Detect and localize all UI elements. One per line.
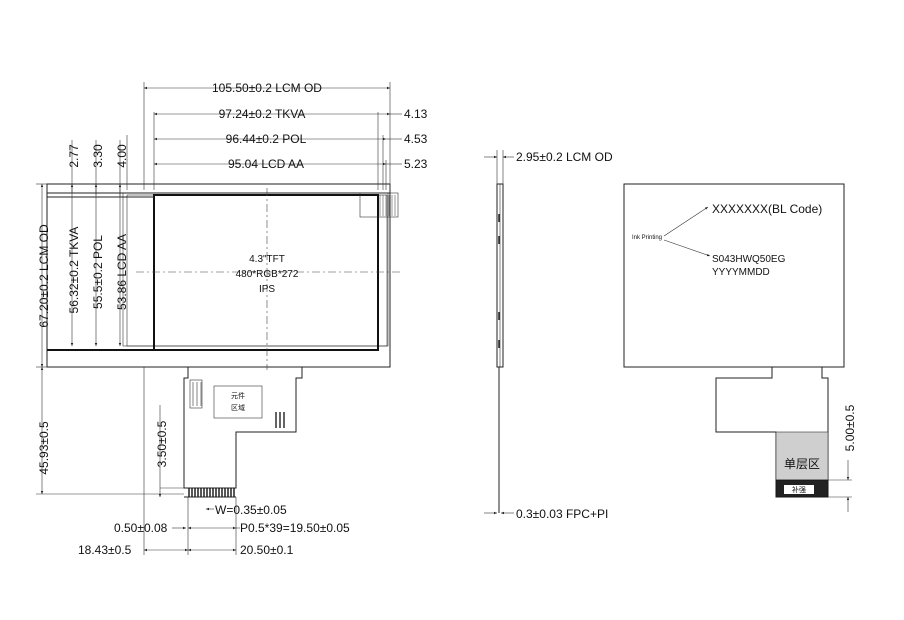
dim-fpc-thickness: 0.3±0.03 FPC+PI [516, 507, 608, 521]
dim-right-3: 5.23 [404, 157, 428, 171]
dim-side-thickness: 2.95±0.2 LCM OD [516, 150, 613, 164]
test-pads [275, 412, 285, 428]
model-text: S043HWQ50EG [712, 254, 786, 265]
dim-offset: 0.50±0.08 [114, 521, 168, 535]
back-outline [623, 183, 845, 368]
dim-tail-height: 45.93±0.5 [37, 421, 51, 475]
lcd-aa-outline [153, 194, 379, 351]
date-code-text: YYYYMMDD [712, 267, 770, 278]
single-layer-label: 单层区 [784, 457, 820, 471]
panel-type-text: IPS [259, 284, 275, 295]
single-layer-area [775, 431, 829, 481]
fpc-contacts [188, 488, 235, 497]
dim-right-2: 4.53 [404, 132, 428, 146]
dim-lcm-od-height: 67.20±0.2 LCM OD [37, 224, 51, 328]
dim-top-2: 3.30 [91, 144, 105, 168]
component-area-label-1: 元件 [231, 391, 245, 400]
panel-size-text: 4.3"TFT [249, 254, 285, 265]
dim-fpc-width: 20.50±0.1 [240, 543, 294, 557]
component-area-label-2: 区域 [231, 403, 245, 412]
stiffener-label: 补强 [792, 485, 806, 494]
dim-pin-width: W=0.35±0.05 [215, 503, 287, 517]
ink-printing-label: Ink Printing [632, 235, 662, 241]
dim-pol-height: 55.5±0.2 POL [91, 235, 105, 309]
dim-top-1: 2.77 [67, 144, 81, 168]
front-view: 4.3"TFT 480*RGB*272 IPS 元件 区域 [36, 81, 428, 557]
dim-stiffener: 3.50±0.5 [155, 420, 169, 467]
dim-lcd-aa-width: 95.04 LCD AA [228, 157, 304, 171]
dim-top-3: 4.00 [115, 144, 129, 168]
dim-tkva-width: 97.24±0.2 TKVA [219, 107, 306, 121]
dim-pitch: P0.5*39=19.50±0.05 [240, 521, 350, 535]
dim-tkva-height: 56.32±0.2 TKVA [67, 227, 81, 314]
dim-pol-width: 96.44±0.2 POL [226, 132, 307, 146]
panel-resolution-text: 480*RGB*272 [236, 269, 299, 280]
corner-pad [359, 192, 399, 218]
dim-lcm-od-width: 105.50±0.2 LCM OD [212, 81, 322, 95]
lcm-outline [46, 183, 391, 368]
bl-code-text: XXXXXXX(BL Code) [712, 202, 822, 216]
back-view: Ink Printing XXXXXXX(BL Code) S043HWQ50E… [623, 183, 857, 512]
fpc-tail [183, 367, 303, 489]
dim-left-offset: 18.43±0.5 [78, 543, 132, 557]
dim-right-1: 4.13 [404, 107, 428, 121]
side-view: 2.95±0.2 LCM OD 0.3±0.03 FPC+PI [484, 150, 613, 521]
dim-lcd-aa-height: 53.86 LCD AA [115, 234, 129, 310]
dim-back-stiffener: 5.00±0.5 [843, 404, 857, 451]
component-area [213, 385, 263, 419]
corner-pad-hatch [379, 195, 396, 216]
